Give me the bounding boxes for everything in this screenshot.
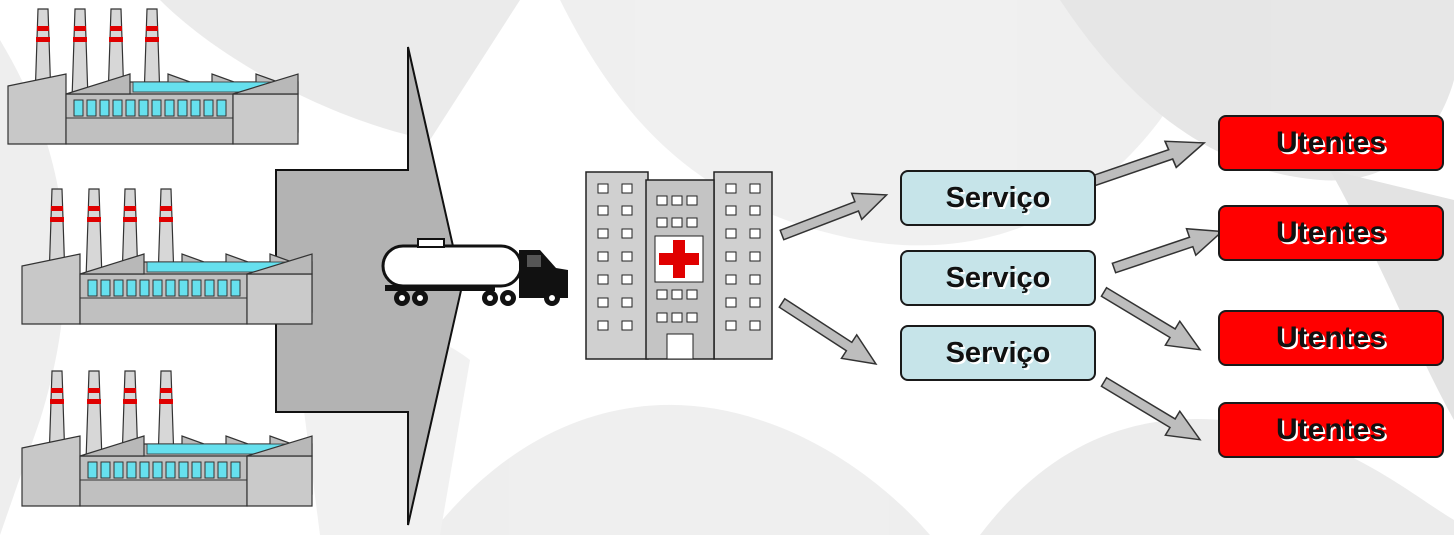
utentes-box: Utentes [1218, 402, 1444, 458]
utentes-box: Utentes [1218, 205, 1444, 261]
hospital-icon [585, 171, 773, 360]
tanker-truck-icon [381, 238, 568, 306]
funnel-shape [275, 46, 464, 526]
utentes-box: Utentes [1218, 310, 1444, 366]
utentes-box: Utentes [1218, 115, 1444, 171]
servico-box: Serviço [900, 250, 1096, 306]
red-cross-icon [659, 240, 699, 278]
servico-box: Serviço [900, 325, 1096, 381]
servico-box: Serviço [900, 170, 1096, 226]
